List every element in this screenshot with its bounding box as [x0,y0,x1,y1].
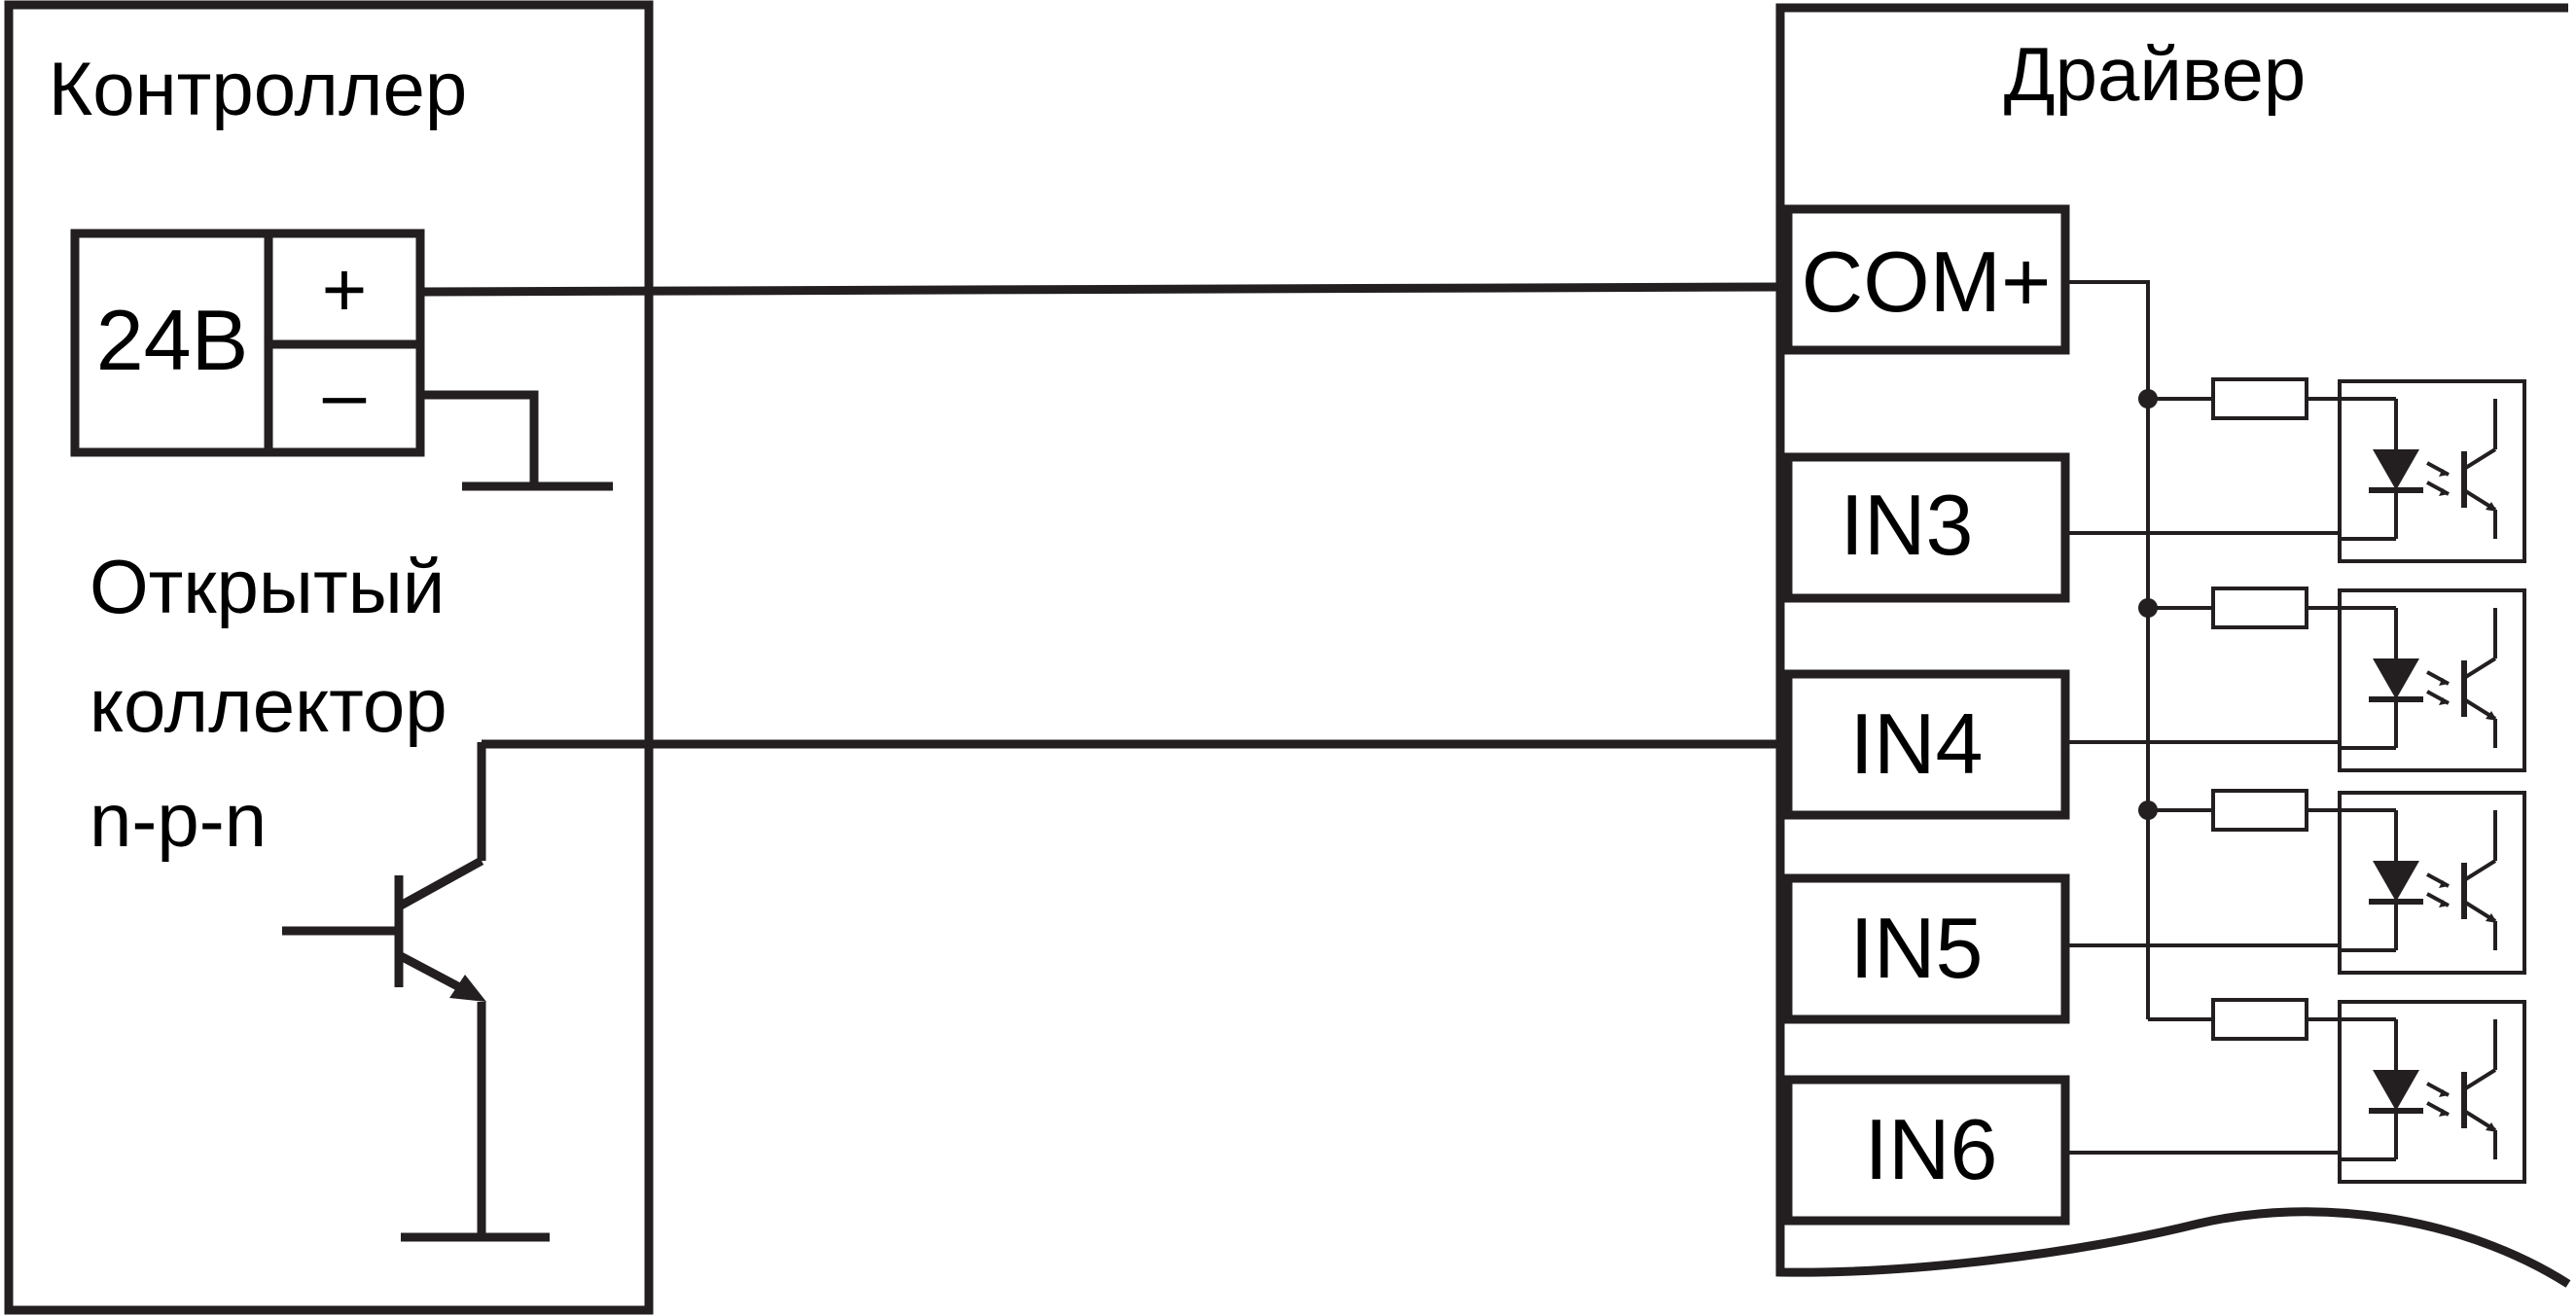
resistor-3 [2211,789,2308,832]
wire-collector-to-in4 [477,739,1780,749]
driver-title: Драйвер [2004,31,2306,117]
driver-block: Драйвер COM+ IN3 IN4 IN5 IN6 [1775,3,2571,1288]
optocoupler-4 [2340,1002,2524,1182]
output-type-line-3: n-p-n [89,777,267,863]
wire-24v-to-com [419,282,1781,297]
optocoupler-2 [2340,590,2524,770]
plus-terminal-label: + [322,246,368,333]
resistor-4 [2211,998,2308,1041]
optocoupler-3 [2340,793,2524,973]
optocoupler-1 [2340,381,2524,561]
terminal-in6-label: IN6 [1865,1101,1998,1197]
resistor-2 [2211,587,2308,629]
terminal-com[interactable]: COM+ [1783,204,2070,355]
controller-block: Контроллер 24В + – Открытый коллектор n-… [4,0,654,1315]
terminal-in3-label: IN3 [1841,477,1974,573]
minus-terminal-label: – [323,350,367,437]
output-type-line-2: коллектор [89,662,447,748]
controller-title: Контроллер [49,46,467,131]
output-type-line-1: Открытый [89,544,445,629]
terminal-in5-label: IN5 [1850,900,1984,996]
npn-transistor-symbol [282,742,550,1242]
power-supply-terminal: 24В + – [70,229,425,457]
supply-voltage-label: 24В [96,292,249,388]
controller-frame [4,0,654,1315]
driver-frame [1775,3,2571,1288]
terminal-in4-label: IN4 [1850,695,1984,792]
terminal-in5[interactable]: IN5 [1783,873,2070,1024]
terminal-in4[interactable]: IN4 [1783,669,2070,820]
terminal-in3[interactable]: IN3 [1783,452,2070,603]
terminal-in6[interactable]: IN6 [1783,1075,2070,1226]
connection-wires [419,282,1781,749]
ground-symbol-supply [420,390,613,491]
terminal-com-label: COM+ [1802,233,2052,330]
driver-internal-circuit [2065,280,2524,1182]
resistor-1 [2211,377,2308,420]
